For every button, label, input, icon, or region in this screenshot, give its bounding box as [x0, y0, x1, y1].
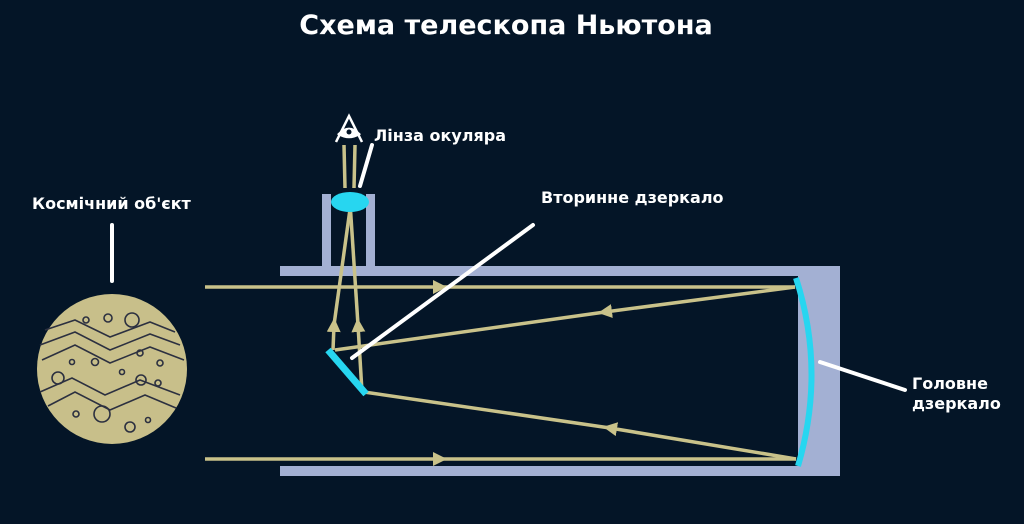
tube-bottom-wall [280, 466, 800, 476]
leader-eyepiece [358, 143, 374, 188]
leader-secondary [350, 223, 535, 360]
ray-reflect-top [598, 285, 796, 319]
leader-primary [818, 360, 907, 392]
eyepiece-tube-left [322, 194, 331, 270]
label-primary-mirror-2: дзеркало [912, 394, 1001, 413]
ray-up-right-cont [348, 201, 360, 326]
label-primary-mirror-1: Головне [912, 374, 988, 393]
ray-reflect-top-cont [334, 310, 606, 352]
eyepiece-lens [331, 192, 369, 212]
ray-up-right [351, 318, 366, 393]
ray-up-left [326, 318, 341, 351]
diagram-title: Схема телескопа Ньютона [299, 10, 712, 41]
ray-to-eye-left [342, 144, 347, 189]
secondary-mirror [325, 347, 369, 397]
planet-marks [39, 312, 185, 433]
ray-reflect-bottom [603, 422, 797, 461]
label-cosmic-object: Космічний об'єкт [32, 194, 192, 213]
eye-icon [334, 113, 364, 143]
tube-interior [280, 276, 798, 466]
light-rays [205, 144, 797, 466]
label-secondary-mirror: Вторинне дзеркало [541, 188, 724, 207]
cosmic-object [37, 294, 187, 444]
primary-mirror [793, 277, 815, 467]
leader-lines [110, 143, 907, 392]
eyepiece-tube-right [366, 194, 375, 270]
label-eyepiece: Лінза окуляра [374, 126, 506, 145]
ray-up-left-cont [332, 201, 353, 326]
mirror-backing [798, 276, 818, 466]
tube-top-wall [280, 266, 800, 276]
ray-reflect-bottom-cont [363, 390, 611, 430]
ray-to-eye-right [352, 144, 357, 189]
